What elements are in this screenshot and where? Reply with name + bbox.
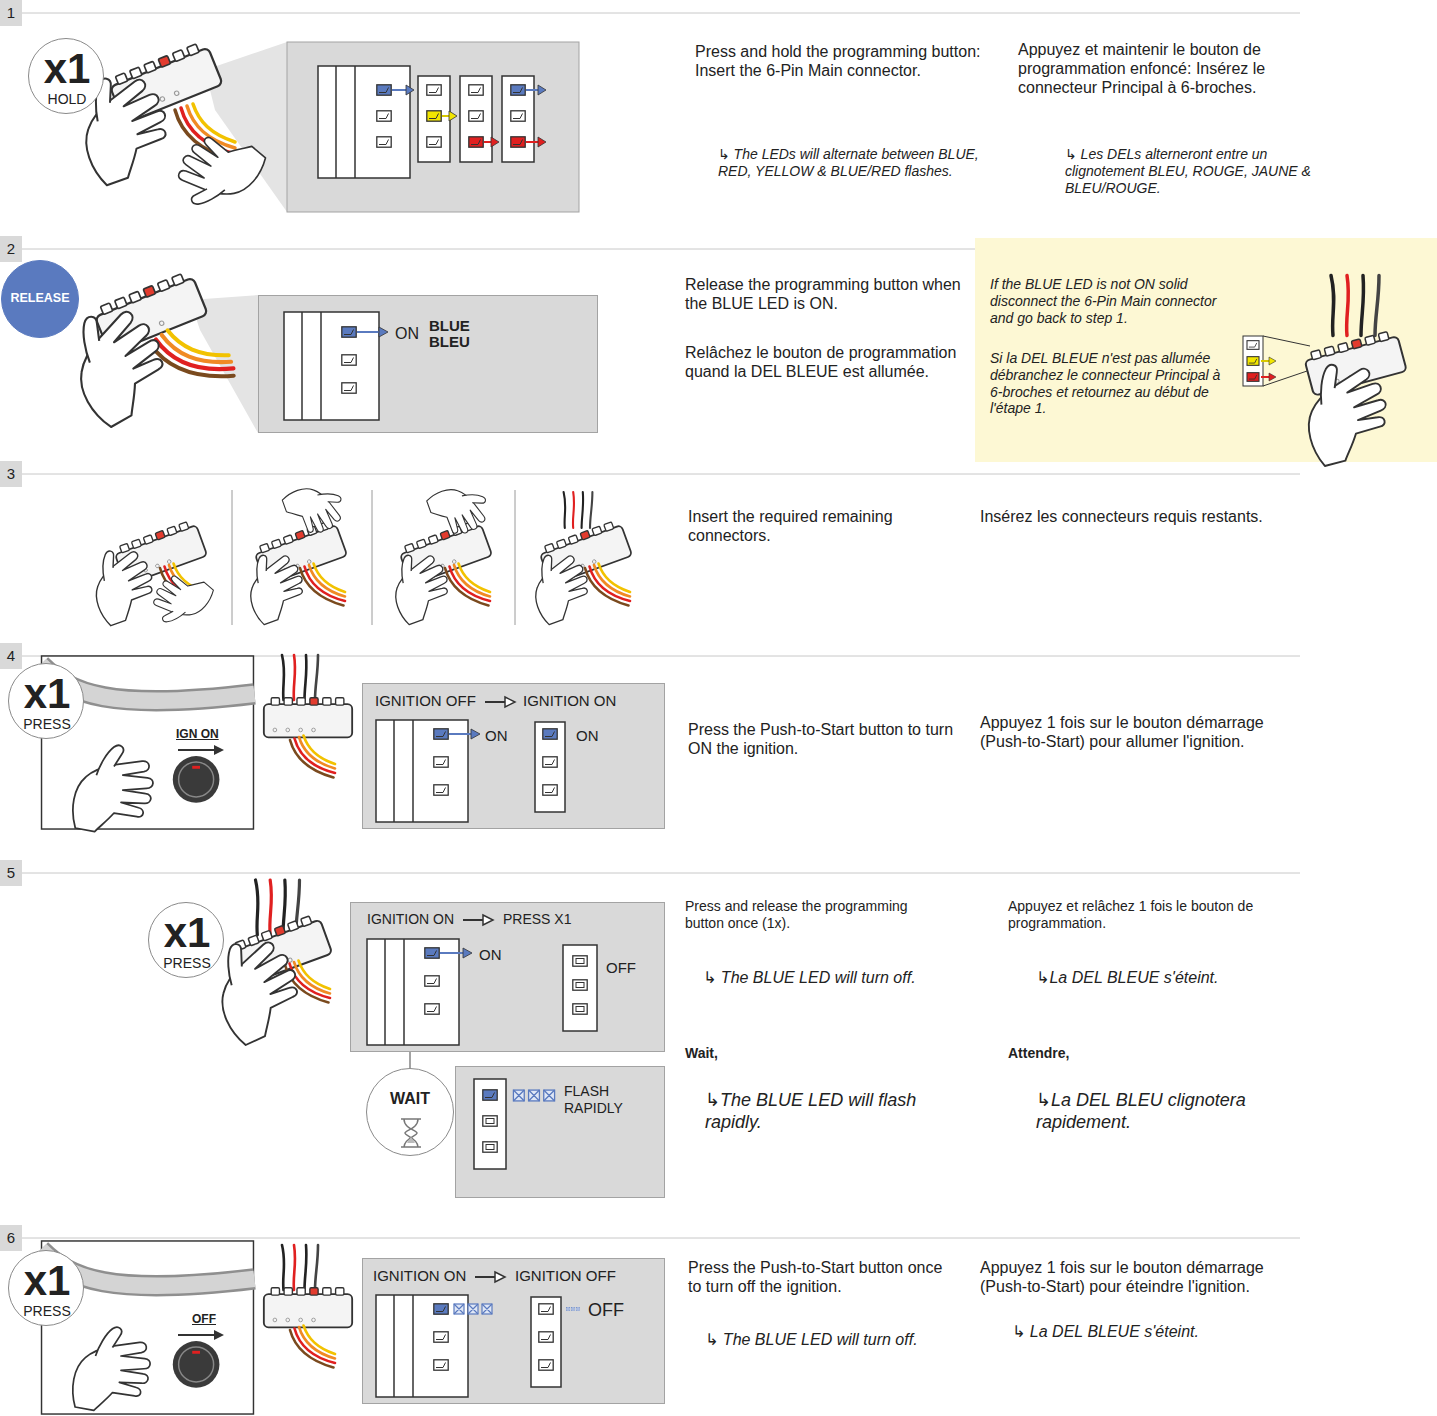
instruction-text: Appuyez 1 fois sur le bouton démarrage (…	[980, 1258, 1290, 1296]
instruction-text: ↳La DEL BLEUE s'éteint.	[1036, 968, 1256, 987]
led-callout-panel: IGNITION ON IGNITION OFF OFF	[362, 1258, 665, 1404]
node-text: IGNITION ON	[367, 911, 454, 928]
node-text: OFF	[588, 1300, 624, 1322]
node-text: RELEASE	[2, 291, 78, 306]
node-text: PRESS	[9, 716, 85, 733]
instruction-text: Relâchez le bouton de programmation quan…	[685, 343, 970, 381]
instruction-text: ↳ Les DELs alterneront entre un clignote…	[1065, 146, 1330, 196]
instruction-text: Attendre,	[1008, 1045, 1069, 1062]
press-count-circle: x1PRESS	[8, 1250, 84, 1326]
instruction-text: ↳ The LEDs will alternate between BLUE, …	[718, 146, 993, 180]
step-separator	[22, 13, 1300, 1238]
node-text: ON	[479, 946, 502, 964]
node-text: 2	[0, 240, 22, 258]
node-text: IGNITION OFF	[515, 1267, 616, 1285]
led-callout-panel: ON BLUE BLEU	[258, 295, 598, 433]
instruction-text: Insert the required remaining connectors…	[688, 507, 958, 545]
node-text: 4	[0, 647, 22, 665]
node-text: x1	[9, 1260, 85, 1302]
led-callout-panel: IGNITION OFF IGNITION ON ON ON	[362, 683, 665, 829]
led-callout-panel: FLASH RAPIDLY	[455, 1066, 665, 1198]
node-text: ON	[395, 324, 419, 343]
led-drawing	[456, 1067, 666, 1199]
instruction-text: IGN ON	[176, 727, 219, 741]
instruction-text: Press the Push-to-Start button to turn O…	[688, 720, 958, 758]
node-text: PRESS X1	[503, 911, 571, 928]
step-number: 6	[0, 1225, 22, 1251]
instruction-text: ↳The BLUE LED will flash rapidly.	[705, 1090, 975, 1133]
node-text: x1	[29, 48, 105, 90]
node-text: PRESS	[9, 1303, 85, 1320]
step6-illustration	[41, 1241, 353, 1414]
instruction-text: ↳La DEL BLEU clignotera rapidement.	[1036, 1090, 1316, 1133]
node-text: If the BLUE LED is not ON solid disconne…	[990, 276, 1235, 326]
hourglass-icon	[367, 1069, 455, 1157]
release-circle: RELEASE	[1, 260, 79, 338]
node-text: BLUE BLEU	[429, 318, 493, 350]
node-text: ON	[576, 727, 599, 745]
instruction-text: ↳ La DEL BLEUE s'éteint.	[1012, 1322, 1292, 1341]
press-count-circle: x1PRESS	[148, 902, 224, 978]
node-text: IGNITION ON	[373, 1267, 466, 1285]
instruction-text: ↳ The BLUE LED will turn off.	[688, 1330, 948, 1349]
instruction-text: Appuyez et relâchez 1 fois le bouton de …	[1008, 898, 1268, 932]
instruction-text: Press and release the programming button…	[685, 898, 920, 932]
step-number: 1	[0, 0, 22, 26]
hold-count-circle: x1HOLD	[28, 38, 104, 114]
wait-circle: WAIT	[366, 1068, 454, 1156]
step3-illustration	[76, 473, 632, 636]
node-text: HOLD	[29, 91, 105, 108]
node-text: ON	[485, 727, 508, 745]
node-text: OFF	[606, 959, 636, 977]
instruction-text: Press the Push-to-Start button once to t…	[688, 1258, 958, 1296]
instruction-text: Appuyez et maintenir le bouton de progra…	[1018, 40, 1338, 98]
node-text: 3	[0, 465, 22, 483]
instruction-text: OFF	[192, 1312, 216, 1326]
node-text: 5	[0, 864, 22, 882]
instruction-text: Wait,	[685, 1045, 718, 1062]
instruction-text: Insérez les connecteurs requis restants.	[980, 507, 1280, 526]
led-callout-panel: IGNITION ON PRESS X1 ON OFF	[350, 902, 665, 1052]
node-text: IGNITION ON	[523, 692, 616, 710]
node-text: PRESS	[149, 955, 225, 972]
warning-note: If the BLUE LED is not ON solid disconne…	[975, 238, 1437, 462]
node-text: WAIT	[367, 1089, 453, 1108]
step-number: 5	[0, 860, 22, 886]
press-count-circle: x1PRESS	[8, 663, 84, 739]
node-text: 6	[0, 1229, 22, 1247]
instruction-text: Press and hold the programming button: I…	[695, 42, 995, 80]
node-text: Si la DEL BLEUE n'est pas allumée débran…	[990, 350, 1235, 417]
node-text: x1	[9, 673, 85, 715]
instruction-text: Appuyez 1 fois sur le bouton démarrage (…	[980, 713, 1290, 751]
step4-illustration	[41, 655, 353, 832]
callout-line	[409, 1052, 410, 1068]
step-number: 4	[0, 643, 22, 669]
node-text: 1	[0, 4, 22, 22]
node-text: x1	[149, 912, 225, 954]
led-drawing	[259, 296, 599, 434]
step-number: 3	[0, 461, 22, 487]
node-text: FLASH RAPIDLY	[564, 1083, 659, 1117]
instruction-text: Release the programming button when the …	[685, 275, 965, 313]
instruction-text: ↳ The BLUE LED will turn off.	[703, 968, 943, 987]
node-text: IGNITION OFF	[375, 692, 476, 710]
step1-illustration	[58, 40, 579, 224]
step-number: 2	[0, 236, 22, 262]
